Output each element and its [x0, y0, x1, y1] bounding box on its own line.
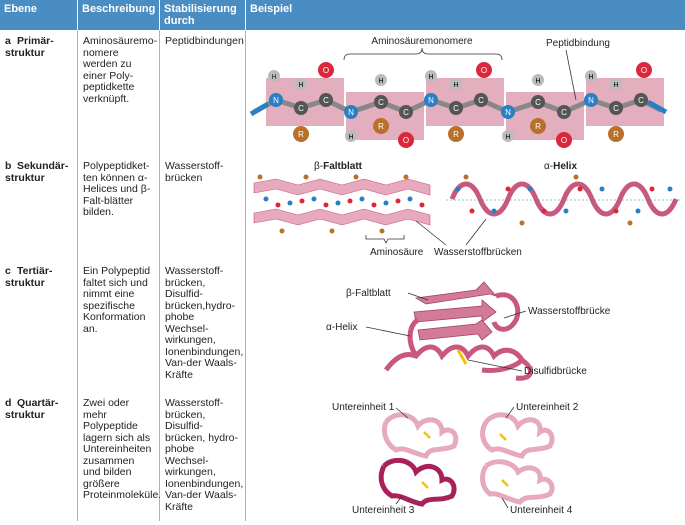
desc-secondary: Polypeptidket-ten können α-Helices und β…	[78, 155, 160, 260]
svg-text:C: C	[535, 98, 541, 107]
svg-text:C: C	[613, 104, 619, 113]
nitrogen-atom	[269, 93, 283, 107]
svg-text:N: N	[348, 108, 354, 117]
svg-text:O: O	[561, 136, 567, 145]
label-untereinheit-3: Untereinheit 3	[352, 505, 415, 516]
svg-text:H: H	[348, 134, 353, 141]
svg-text:O: O	[403, 136, 409, 145]
example-primary: N H C H R C O N H C H R C O N H C	[246, 30, 685, 155]
oxygen-atom	[318, 62, 334, 78]
header-ebene: Ebene	[0, 0, 78, 30]
header-beschreibung: Beschreibung	[78, 0, 160, 30]
carbon-atom	[294, 101, 308, 115]
svg-text:O: O	[481, 66, 487, 75]
svg-text:R: R	[453, 130, 459, 139]
quaternary-structure-diagram: Untereinheit 1 Untereinheit 2 Untereinhe…	[332, 402, 579, 516]
svg-text:H: H	[535, 78, 540, 85]
label-beta-faltblatt: β-Faltblatt	[314, 161, 363, 172]
header-stabilisierung: Stabilisierung durch	[160, 0, 246, 30]
svg-text:O: O	[641, 66, 647, 75]
svg-text:C: C	[403, 108, 409, 117]
svg-text:H: H	[613, 82, 618, 89]
r-group	[293, 126, 309, 142]
svg-text:H: H	[428, 74, 433, 81]
svg-text:O: O	[323, 66, 329, 75]
stab-secondary: Wasserstoff-brücken	[160, 155, 246, 260]
label-alpha-helix-tertiary: α-Helix	[326, 322, 357, 333]
label-aminosaeure: Aminosäure	[370, 247, 424, 258]
svg-text:C: C	[561, 108, 567, 117]
svg-text:H: H	[271, 74, 276, 81]
svg-text:N: N	[505, 108, 511, 117]
tertiary-structure-diagram: β-Faltblatt α-Helix Wasserstoffbrücke Di…	[326, 281, 611, 381]
svg-text:C: C	[478, 96, 484, 105]
stab-tertiary: Wasserstoff-brücken, Disulfid-brücken,hy…	[160, 260, 246, 392]
desc-quaternary: Zwei oder mehr Polypeptide lagern sich a…	[78, 392, 161, 521]
svg-text:H: H	[298, 82, 303, 89]
label-untereinheit-2: Untereinheit 2	[516, 402, 579, 413]
label-beta-faltblatt-tertiary: β-Faltblatt	[346, 288, 391, 299]
label-disulfidbruecke: Disulfidbrücke	[524, 366, 587, 377]
svg-text:C: C	[453, 104, 459, 113]
svg-text:H: H	[588, 74, 593, 81]
desc-primary: Aminosäuremo-nomere werden zu einer Poly…	[78, 30, 160, 155]
label-peptidbindung: Peptidbindung	[546, 38, 610, 49]
label-alpha-helix: α-Helix	[544, 161, 577, 172]
svg-text:N: N	[588, 96, 594, 105]
label-aminosaeuremonomere: Aminosäuremonomere	[371, 36, 473, 47]
svg-text:R: R	[613, 130, 619, 139]
stab-quaternary: Wasserstoff-brücken, Disulfid-brücken, h…	[160, 392, 246, 521]
svg-text:C: C	[323, 96, 329, 105]
secondary-structure-diagram: β-Faltblatt α-Helix	[253, 161, 682, 258]
svg-text:H: H	[378, 78, 383, 85]
svg-text:C: C	[638, 96, 644, 105]
label-wasserstoffbruecken: Wasserstoffbrücken	[434, 247, 522, 258]
example-secondary: β-Faltblatt α-Helix	[246, 155, 685, 260]
label-wasserstoffbruecke: Wasserstoffbrücke	[528, 306, 611, 317]
hydrogen-atom	[268, 70, 280, 82]
svg-text:R: R	[378, 122, 384, 131]
label-untereinheit-1: Untereinheit 1	[332, 402, 395, 413]
svg-text:H: H	[453, 82, 458, 89]
svg-text:N: N	[428, 96, 434, 105]
svg-text:R: R	[298, 130, 304, 139]
svg-text:C: C	[298, 104, 304, 113]
label-untereinheit-4: Untereinheit 4	[510, 505, 573, 516]
example-quaternary: Untereinheit 1 Untereinheit 2 Untereinhe…	[246, 392, 685, 521]
svg-text:R: R	[535, 122, 541, 131]
svg-text:N: N	[273, 96, 279, 105]
svg-text:H: H	[505, 134, 510, 141]
desc-tertiary: Ein Polypeptid faltet sich und nimmt ein…	[78, 260, 160, 392]
primary-structure-diagram: N H C H R C O N H C H R C O N H C	[249, 36, 668, 148]
example-tertiary: β-Faltblatt α-Helix Wasserstoffbrücke Di…	[246, 260, 685, 392]
header-beispiel: Beispiel	[246, 0, 685, 30]
svg-text:C: C	[378, 98, 384, 107]
stab-primary: Peptidbindungen	[160, 30, 246, 155]
